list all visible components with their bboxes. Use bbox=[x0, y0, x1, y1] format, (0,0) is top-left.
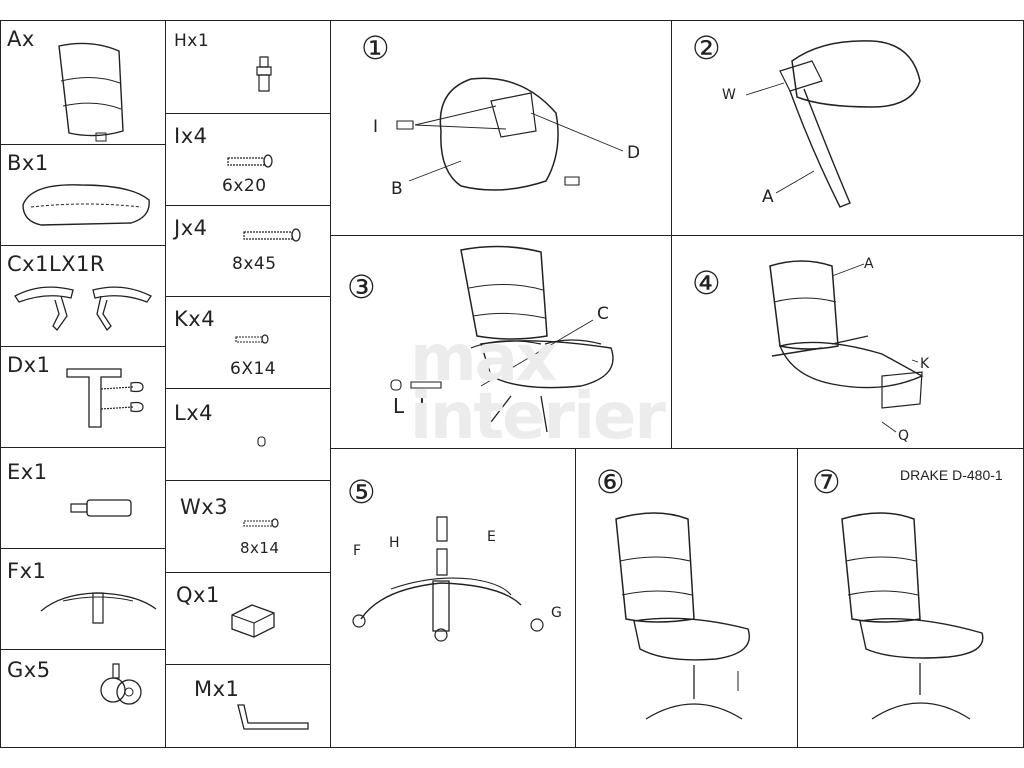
step-4-number: ④ bbox=[692, 264, 721, 302]
step-7-number: ⑦ bbox=[812, 463, 841, 501]
part-b-cell: Bx1 bbox=[0, 144, 166, 246]
base-drawing bbox=[1, 549, 167, 651]
backrest-drawing bbox=[1, 21, 167, 146]
step-4-label-a: A bbox=[864, 256, 874, 272]
step-1-label-i: I bbox=[373, 117, 379, 137]
part-d-cell: Dx1 bbox=[0, 346, 166, 448]
step-1-label-d: D bbox=[627, 143, 641, 163]
step-5-label-f: F bbox=[353, 543, 362, 559]
part-i-size: 6x20 bbox=[222, 176, 267, 196]
step-5-label-g: G bbox=[551, 605, 562, 621]
bolt-j-drawing bbox=[166, 206, 332, 298]
part-l-label: Lx4 bbox=[174, 401, 213, 425]
bolt-i-drawing bbox=[166, 114, 332, 207]
part-q-label: Qx1 bbox=[176, 583, 220, 607]
step-6-number: ⑥ bbox=[596, 463, 625, 501]
step-1-drawing bbox=[331, 21, 673, 237]
step-5-drawing bbox=[331, 449, 577, 749]
watermark-line-1: max bbox=[410, 322, 557, 396]
step-3-label-l: L bbox=[393, 394, 405, 418]
allen-key-drawing bbox=[166, 665, 332, 749]
part-q-cell: Qx1 bbox=[165, 572, 331, 665]
part-c-label: Cx1LX1R bbox=[7, 252, 105, 276]
step-2-label-w: W bbox=[722, 87, 736, 103]
part-f-cell: Fx1 bbox=[0, 548, 166, 650]
part-k-size: 6X14 bbox=[230, 359, 277, 379]
cap-l-drawing bbox=[166, 389, 332, 482]
seat-drawing bbox=[1, 145, 167, 247]
part-e-cell: Ex1 bbox=[0, 447, 166, 549]
part-w-label: Wx3 bbox=[180, 495, 229, 519]
step-2-panel: ② W A bbox=[671, 20, 1024, 236]
step-3-number: ③ bbox=[347, 268, 376, 306]
step-3-label-c: C bbox=[597, 304, 609, 324]
part-k-label: Kx4 bbox=[174, 307, 216, 331]
connector-drawing bbox=[166, 21, 332, 115]
step-6-drawing bbox=[576, 449, 799, 749]
part-k-cell: Kx4 6X14 bbox=[165, 296, 331, 389]
block-q-drawing bbox=[166, 573, 332, 666]
bolt-k-drawing bbox=[166, 297, 332, 390]
step-5-label-h: H bbox=[389, 535, 400, 551]
model-name: DRAKE D-480-1 bbox=[900, 467, 1003, 483]
step-7-drawing bbox=[798, 449, 1024, 749]
part-j-size: 8x45 bbox=[232, 254, 277, 274]
bolt-w-drawing bbox=[166, 481, 332, 574]
part-j-label: Jx4 bbox=[174, 216, 208, 240]
step-4-label-k: K bbox=[920, 356, 930, 372]
step-2-drawing bbox=[672, 21, 1024, 237]
part-e-label: Ex1 bbox=[7, 460, 48, 484]
part-a-label: Ax bbox=[7, 27, 35, 51]
part-i-cell: Ix4 6x20 bbox=[165, 113, 331, 206]
part-g-label: Gx5 bbox=[7, 658, 51, 682]
step-4-panel: ④ A K Q bbox=[671, 235, 1024, 449]
step-1-label-b: B bbox=[391, 179, 403, 199]
step-4-label-q: Q bbox=[898, 428, 910, 444]
step-2-number: ② bbox=[692, 29, 721, 67]
step-3-drawing bbox=[331, 236, 673, 450]
watermark-line-2: interier bbox=[410, 380, 666, 454]
part-w-size: 8x14 bbox=[240, 539, 280, 557]
step-6-panel: ⑥ bbox=[575, 448, 798, 748]
gas-lift-drawing bbox=[1, 448, 167, 550]
watermark: max interier bbox=[410, 322, 666, 454]
part-m-cell: Mx1 bbox=[165, 664, 331, 748]
step-3-label-j: J bbox=[419, 394, 425, 418]
part-h-label: Hx1 bbox=[174, 31, 210, 51]
part-d-label: Dx1 bbox=[7, 353, 51, 377]
caster-drawing bbox=[1, 650, 167, 749]
step-4-drawing bbox=[672, 236, 1024, 450]
step-7-panel: ⑦ DRAKE D-480-1 bbox=[797, 448, 1024, 748]
step-2-label-a: A bbox=[762, 187, 774, 207]
step-3-panel: ③ C L J bbox=[330, 235, 672, 449]
part-j-cell: Jx4 8x45 bbox=[165, 205, 331, 297]
part-w-cell: Wx3 8x14 bbox=[165, 480, 331, 573]
part-l-cell: Lx4 bbox=[165, 388, 331, 481]
part-i-label: Ix4 bbox=[174, 124, 208, 148]
part-b-label: Bx1 bbox=[7, 151, 49, 175]
part-m-label: Mx1 bbox=[194, 677, 240, 701]
mechanism-drawing bbox=[1, 347, 167, 449]
step-1-number: ① bbox=[361, 29, 390, 67]
part-h-cell: Hx1 bbox=[165, 20, 331, 114]
step-5-number: ⑤ bbox=[347, 473, 376, 511]
part-g-cell: Gx5 bbox=[0, 649, 166, 748]
part-c-cell: Cx1LX1R bbox=[0, 245, 166, 347]
part-f-label: Fx1 bbox=[7, 559, 47, 583]
step-5-label-e: E bbox=[487, 529, 496, 545]
part-a-cell: Ax bbox=[0, 20, 166, 145]
step-5-panel: ⑤ H E F G bbox=[330, 448, 576, 748]
step-1-panel: ① I B D bbox=[330, 20, 672, 236]
armrests-drawing bbox=[1, 246, 167, 348]
